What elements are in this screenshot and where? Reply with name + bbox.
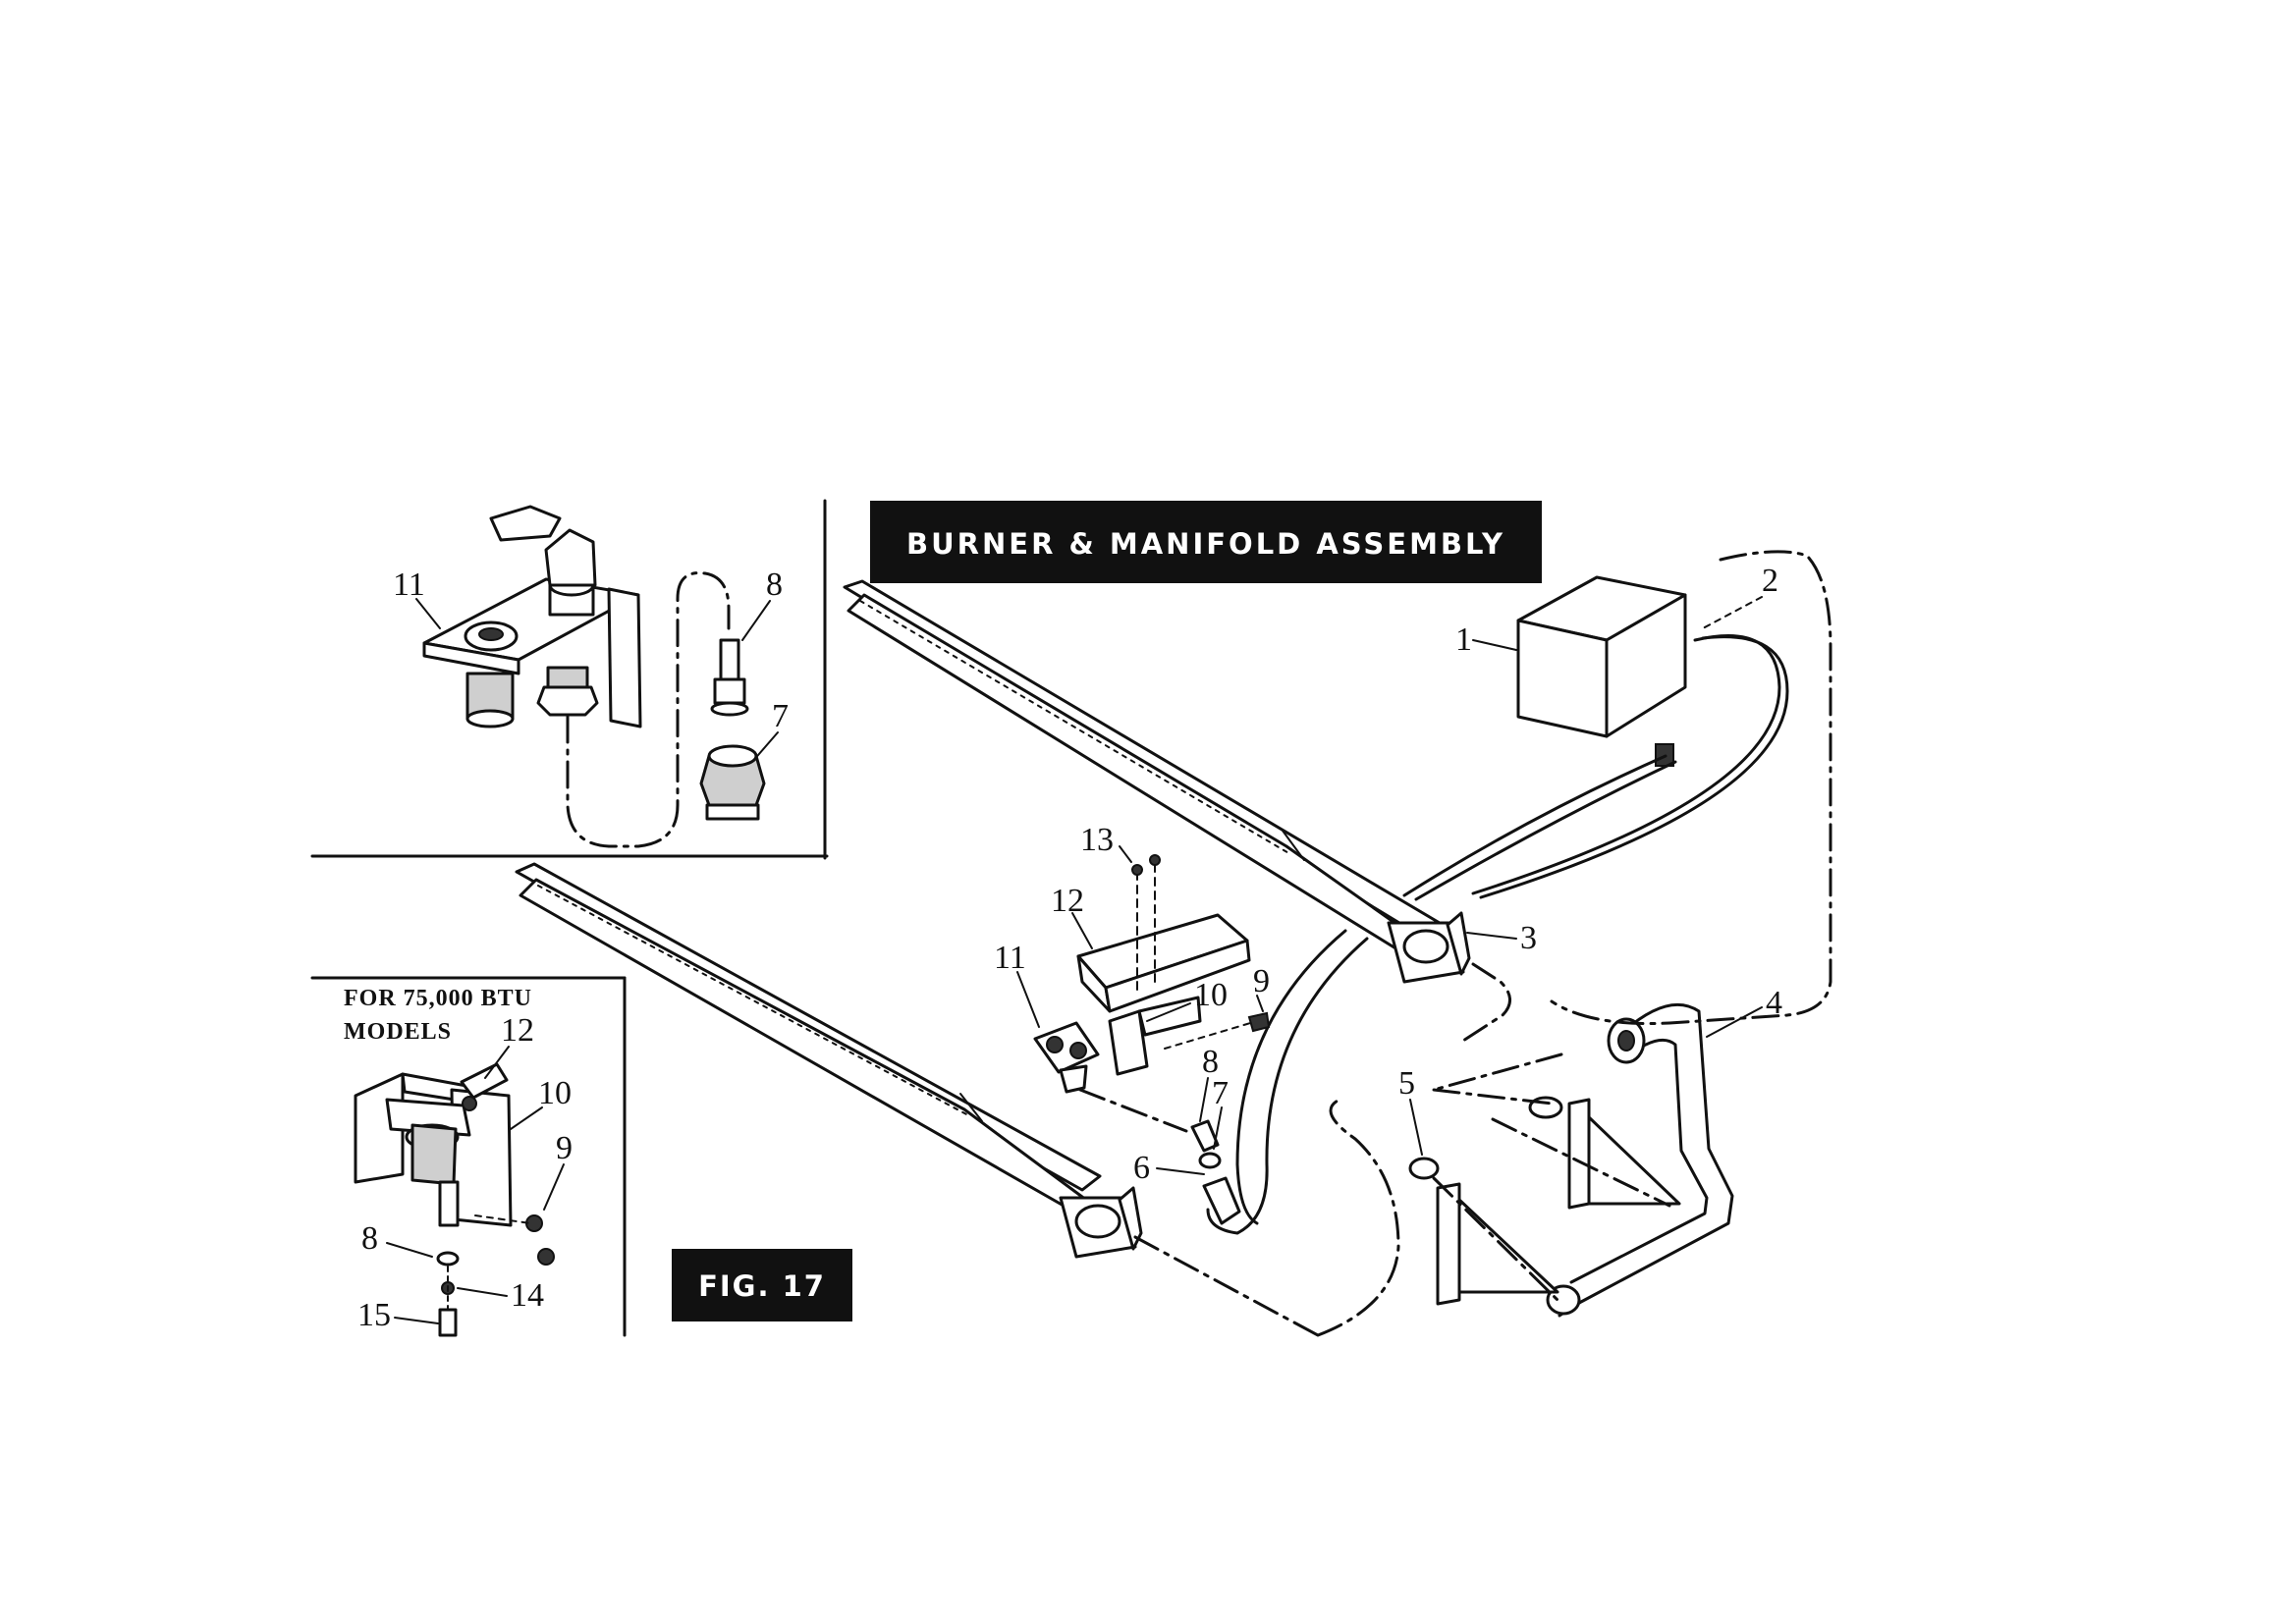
callout-11: 11 [994, 940, 1026, 976]
callout-8: 8 [1202, 1044, 1219, 1080]
inset-note: FOR 75,000 BTU MODELS [344, 986, 532, 1045]
flex-tube [1206, 929, 1369, 1235]
callout-inset-14: 14 [511, 1277, 544, 1314]
callout-13: 13 [1080, 822, 1114, 858]
callout-top-11: 11 [393, 566, 425, 603]
callout-inset-12: 12 [501, 1012, 534, 1049]
callout-top-7: 7 [772, 698, 789, 734]
bottom-inset-callouts: 12 10 9 8 14 15 [357, 1012, 573, 1333]
bottom-inset-frame [310, 976, 627, 1337]
pilot-assembly-main [1033, 854, 1271, 1225]
callout-7: 7 [1212, 1075, 1229, 1111]
top-inset-callouts: 11 8 7 [393, 566, 789, 763]
callout-2: 2 [1762, 563, 1778, 599]
inset-note-line-1: FOR 75,000 BTU [344, 986, 532, 1011]
figure-label-box: FIG. 17 [672, 1249, 852, 1321]
top-inset-frame [310, 499, 829, 860]
lower-burner-tube [515, 862, 1143, 1259]
callout-top-8: 8 [766, 566, 783, 603]
callout-9: 9 [1253, 963, 1270, 999]
inset-note-line-2: MODELS [344, 1019, 452, 1045]
title-box: BURNER & MANIFOLD ASSEMBLY [870, 501, 1542, 583]
manifold-pipe [1408, 1002, 1734, 1318]
callout-4: 4 [1766, 985, 1782, 1021]
callout-5: 5 [1398, 1065, 1415, 1102]
callout-12: 12 [1051, 883, 1084, 919]
callout-1: 1 [1455, 621, 1472, 658]
callout-10: 10 [1194, 977, 1228, 1013]
callout-inset-10: 10 [538, 1075, 572, 1111]
callout-3: 3 [1520, 920, 1537, 956]
callout-6: 6 [1133, 1150, 1150, 1186]
control-box [1516, 575, 1687, 767]
main-callouts: 1 2 3 4 5 6 7 8 9 10 11 12 13 [994, 563, 1782, 1186]
callout-inset-8: 8 [361, 1220, 378, 1257]
figure-label: FIG. 17 [698, 1269, 826, 1303]
btu-pilot-bottom-inset [354, 1062, 555, 1337]
control-wires [1402, 634, 1789, 901]
dashed-routing [1133, 550, 1832, 1337]
diagram-title: BURNER & MANIFOLD ASSEMBLY [906, 527, 1505, 561]
upper-burner-tube [843, 579, 1471, 984]
pilot-assembly-top-inset [422, 505, 766, 848]
callout-inset-9: 9 [556, 1130, 573, 1166]
callout-inset-15: 15 [357, 1297, 391, 1333]
